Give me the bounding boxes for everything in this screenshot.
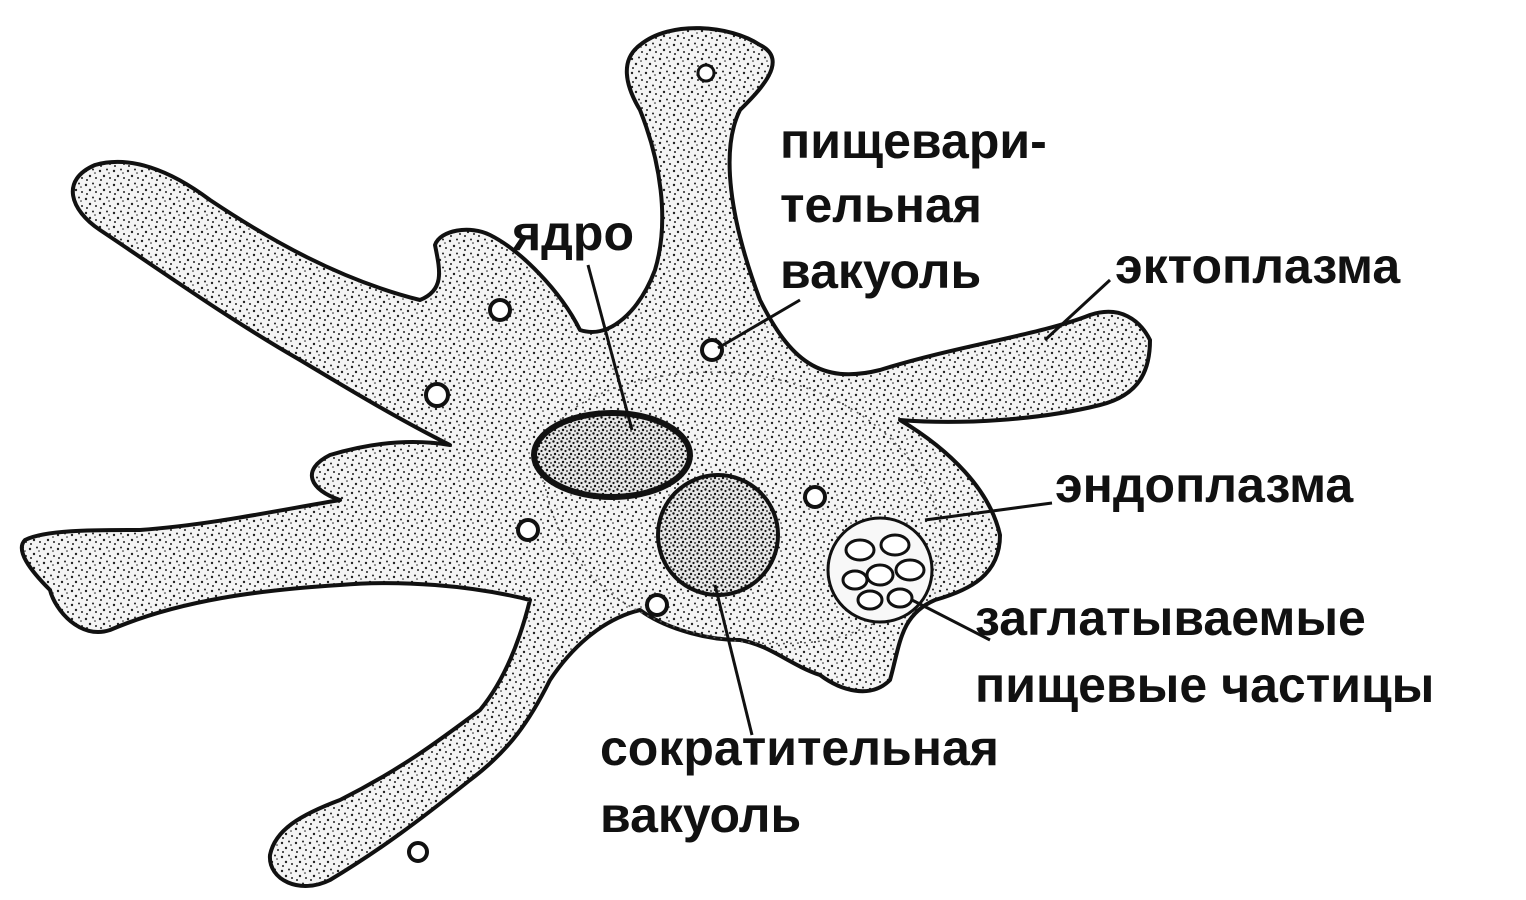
label-ectoplasm: эктоплазма bbox=[1115, 238, 1401, 294]
label-digestive-vacuole-line3: вакуоль bbox=[780, 243, 981, 299]
label-digestive-vacuole-line1: пищевари- bbox=[780, 113, 1047, 169]
label-digestive-vacuole-line2: тельная bbox=[780, 177, 982, 233]
label-contractile-vacuole-line2: вакуоль bbox=[600, 787, 801, 843]
label-endoplasm: эндоплазма bbox=[1055, 457, 1354, 513]
label-food-particles-line2: пищевые частицы bbox=[975, 657, 1434, 713]
nucleus bbox=[534, 413, 690, 497]
engulfed-food-particles bbox=[828, 518, 932, 622]
label-food-particles-line1: заглатываемые bbox=[975, 590, 1366, 646]
label-contractile-vacuole-line1: сократительная bbox=[600, 720, 999, 776]
label-nucleus: ядро bbox=[511, 205, 634, 261]
contractile-vacuole bbox=[658, 475, 778, 595]
